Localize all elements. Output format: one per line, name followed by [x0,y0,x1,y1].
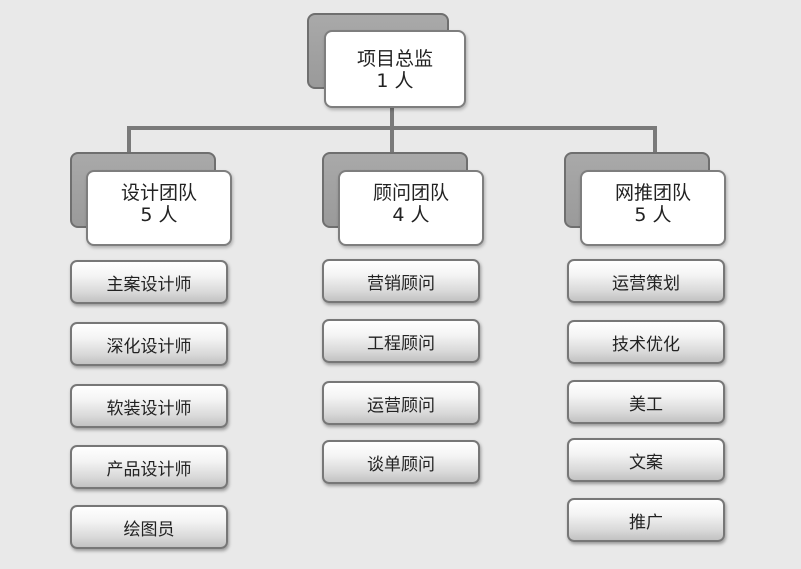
team-node-design: 设计团队 5 人 [86,170,232,246]
team-title: 设计团队 [120,182,197,204]
role-node: 运营策划 [567,259,725,303]
connector-team2 [390,126,394,156]
team-count: 4 人 [392,204,430,226]
role-node: 技术优化 [567,320,725,364]
root-node: 项目总监 1 人 [324,30,466,108]
role-node: 主案设计师 [70,260,228,304]
team-count: 5 人 [634,204,672,226]
team-node-consultant: 顾问团队 4 人 [338,170,484,246]
root-count: 1 人 [376,70,414,92]
role-node: 深化设计师 [70,322,228,366]
team-title: 网推团队 [614,182,691,204]
role-node: 美工 [567,380,725,424]
role-node: 文案 [567,438,725,482]
role-node: 运营顾问 [322,381,480,425]
connector-team1 [127,126,131,156]
connector-root-down [390,106,394,128]
connector-team3 [653,126,657,156]
role-node: 绘图员 [70,505,228,549]
role-node: 谈单顾问 [322,440,480,484]
role-node: 产品设计师 [70,445,228,489]
role-node: 软装设计师 [70,384,228,428]
team-node-online: 网推团队 5 人 [580,170,726,246]
role-node: 工程顾问 [322,319,480,363]
role-node: 推广 [567,498,725,542]
root-title: 项目总监 [356,48,433,70]
team-title: 顾问团队 [372,182,449,204]
team-count: 5 人 [140,204,178,226]
role-node: 营销顾问 [322,259,480,303]
